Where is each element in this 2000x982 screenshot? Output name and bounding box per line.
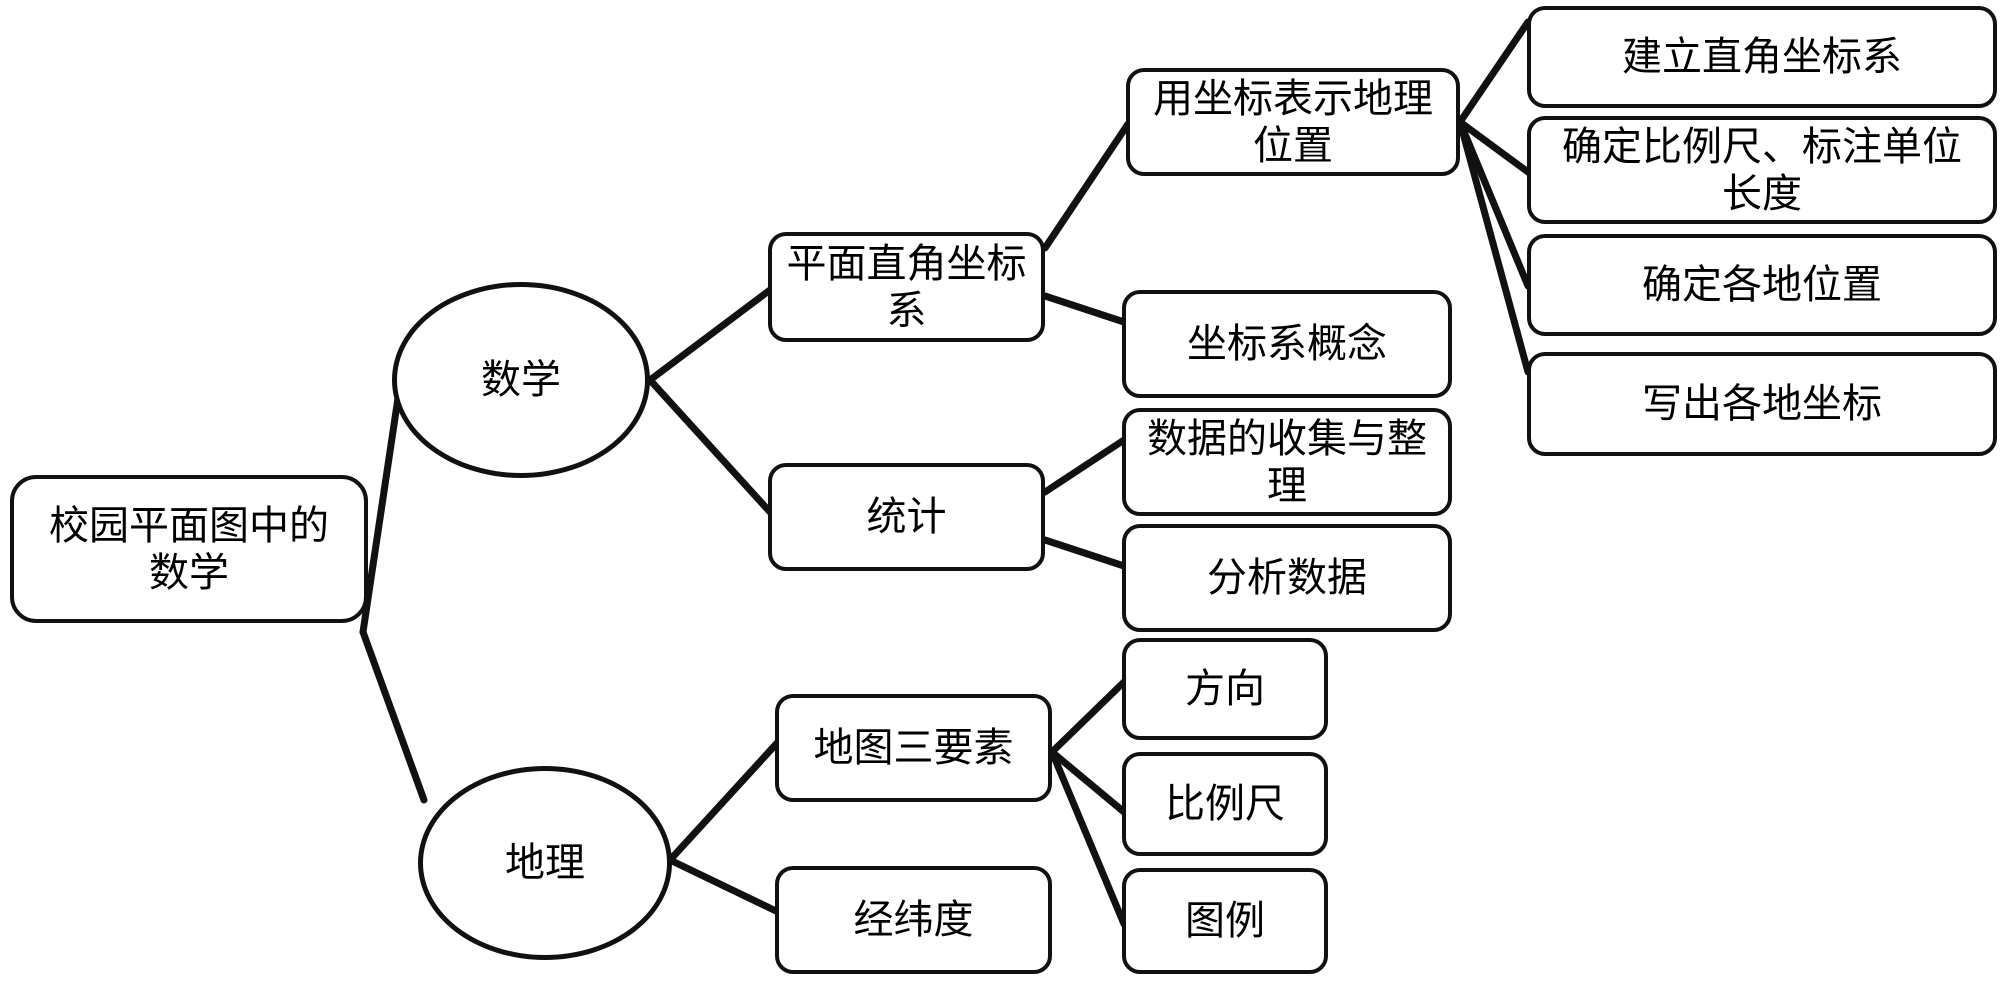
edge-statistics-to-analysis — [1041, 536, 1128, 570]
node-write-coords-label: 写出各地坐标 — [1642, 381, 1882, 427]
edge-map-elements-to-direction — [1048, 678, 1128, 756]
edge-coordsys-to-location — [1041, 120, 1132, 252]
node-coordinate-location[interactable]: 用坐标表示地理 位置 — [1126, 68, 1460, 176]
edge-root-to-geography — [359, 628, 428, 804]
branch-node-geography-label: 地理 — [505, 840, 585, 886]
node-coordinate-concept[interactable]: 坐标系概念 — [1122, 290, 1452, 398]
node-coordinate-concept-label: 坐标系概念 — [1187, 321, 1387, 367]
root-node-label: 校园平面图中的 数学 — [49, 502, 329, 595]
node-coordinate-location-label: 用坐标表示地理 位置 — [1153, 75, 1433, 168]
node-write-coords[interactable]: 写出各地坐标 — [1527, 352, 1997, 456]
edge-math-to-coordinate-system — [646, 286, 774, 384]
root-node[interactable]: 校园平面图中的 数学 — [10, 475, 368, 623]
node-build-axes-label: 建立直角坐标系 — [1622, 34, 1902, 80]
node-statistics[interactable]: 统计 — [768, 463, 1045, 571]
node-direction[interactable]: 方向 — [1122, 638, 1328, 740]
node-longitude-latitude-label: 经纬度 — [853, 897, 974, 943]
node-data-analysis[interactable]: 分析数据 — [1122, 524, 1452, 632]
edge-root-to-math — [359, 394, 402, 636]
node-longitude-latitude[interactable]: 经纬度 — [775, 866, 1052, 974]
edge-coordsys-to-concept — [1041, 292, 1128, 326]
node-coordinate-system[interactable]: 平面直角坐标 系 — [768, 232, 1045, 342]
edge-location-to-locate-places — [1456, 118, 1532, 290]
node-legend-label: 图例 — [1185, 898, 1265, 944]
node-map-three-elements-label: 地图三要素 — [813, 725, 1014, 771]
node-set-scale[interactable]: 确定比例尺、标注单位 长度 — [1527, 116, 1997, 224]
edge-location-to-set-scale — [1456, 118, 1532, 176]
edge-location-to-write-coords — [1456, 118, 1532, 376]
branch-node-geography[interactable]: 地理 — [418, 766, 672, 960]
branch-node-math[interactable]: 数学 — [392, 282, 650, 478]
node-scale-label: 比例尺 — [1165, 781, 1285, 827]
node-locate-places[interactable]: 确定各地位置 — [1527, 234, 1997, 336]
node-statistics-label: 统计 — [866, 494, 947, 540]
edge-map-elements-to-legend — [1048, 748, 1128, 928]
edge-location-to-build-axes — [1456, 18, 1532, 126]
node-legend[interactable]: 图例 — [1122, 868, 1328, 974]
node-set-scale-label: 确定比例尺、标注单位 长度 — [1562, 123, 1962, 216]
edge-math-to-statistics — [646, 376, 774, 516]
edge-map-elements-to-scale — [1048, 748, 1128, 816]
node-map-three-elements[interactable]: 地图三要素 — [775, 694, 1052, 802]
edge-statistics-to-collection — [1041, 436, 1128, 496]
node-scale[interactable]: 比例尺 — [1122, 752, 1328, 856]
node-coordinate-system-label: 平面直角坐标 系 — [786, 240, 1027, 333]
edge-geography-to-map-elements — [666, 738, 782, 864]
node-data-analysis-label: 分析数据 — [1207, 555, 1367, 601]
branch-node-math-label: 数学 — [481, 357, 561, 403]
node-build-axes[interactable]: 建立直角坐标系 — [1527, 6, 1997, 108]
node-direction-label: 方向 — [1185, 666, 1265, 712]
edge-geography-to-lonlat — [666, 856, 782, 916]
node-data-collection[interactable]: 数据的收集与整 理 — [1122, 408, 1452, 516]
node-locate-places-label: 确定各地位置 — [1642, 262, 1882, 308]
node-data-collection-label: 数据的收集与整 理 — [1147, 415, 1427, 508]
